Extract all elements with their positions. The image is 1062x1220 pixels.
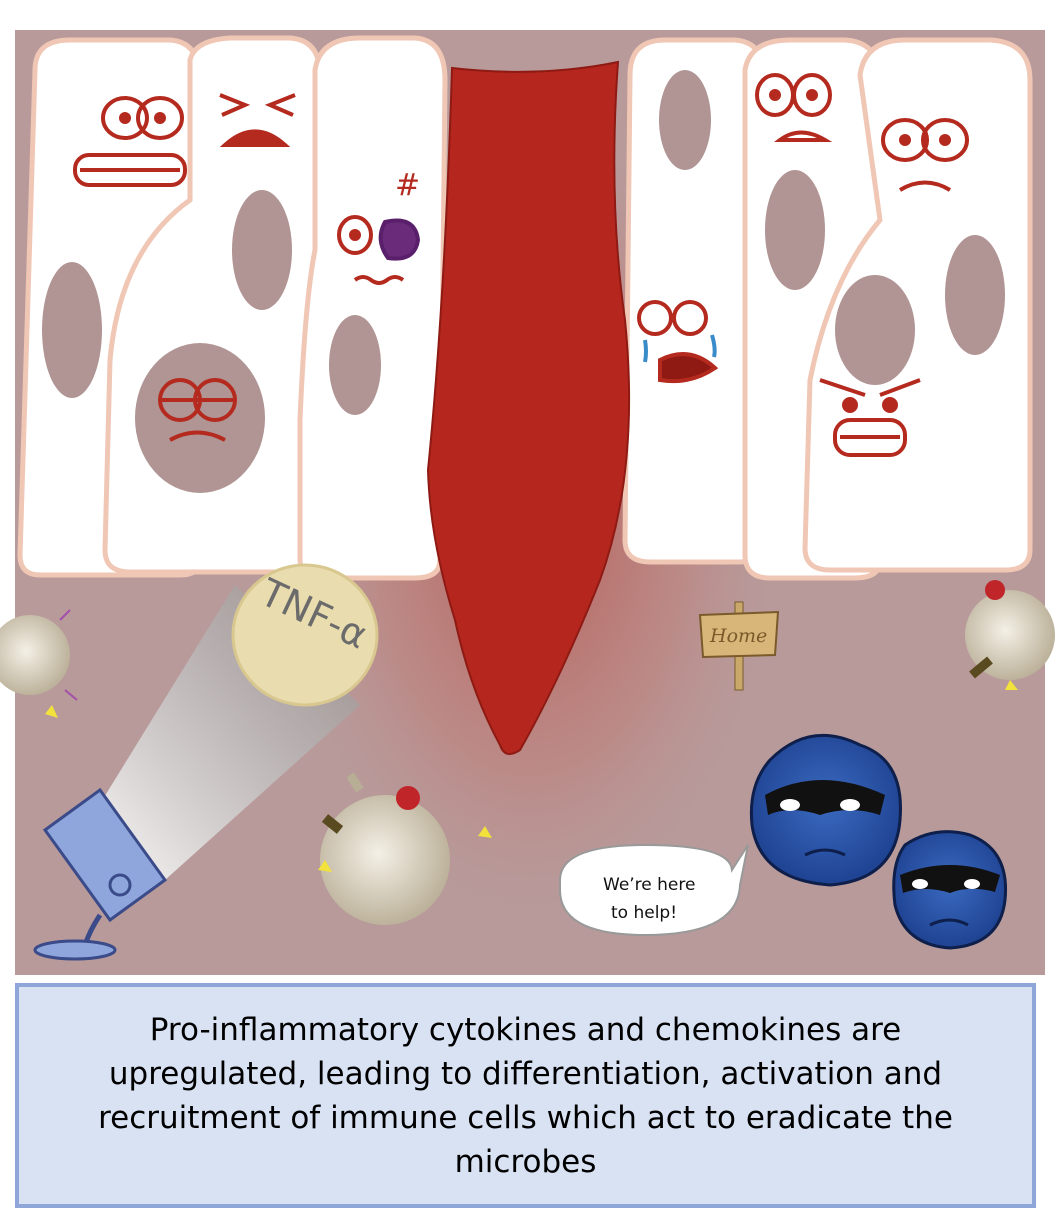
face-wincing <box>219 93 296 147</box>
tnf-alpha-disk <box>231 563 379 707</box>
nucleus <box>329 315 381 415</box>
spotlight-lamp-icon <box>33 787 168 961</box>
face-angry <box>819 378 921 457</box>
nucleus <box>135 343 265 493</box>
epithelial-cells-left <box>17 35 448 581</box>
nucleus <box>659 70 711 170</box>
scene-top-white <box>15 0 1045 30</box>
immune-cell-small <box>892 830 1008 950</box>
face-worried <box>755 73 833 142</box>
nucleus <box>765 170 825 290</box>
epithelial-cell <box>297 35 448 581</box>
speech-line-1: We’re here <box>603 875 695 895</box>
nucleus <box>232 190 292 310</box>
mark-label: # <box>395 168 420 203</box>
face-crying <box>637 300 719 384</box>
nucleus <box>835 275 915 385</box>
immune-cell-large <box>749 733 902 887</box>
face-dizzy <box>158 378 237 442</box>
speech-line-2: to help! <box>611 903 677 923</box>
face-bruised <box>337 215 421 285</box>
microbe-icon <box>318 772 492 925</box>
epithelial-cells-right <box>622 37 1033 581</box>
caption-line: recruitment of immune cells which act to… <box>98 1099 953 1136</box>
nucleus <box>42 262 102 398</box>
home-sign-label: Home <box>709 625 767 647</box>
caption-line: Pro-inflammatory cytokines and chemokine… <box>149 1011 902 1048</box>
caption-line: microbes <box>454 1143 597 1180</box>
caption-text: Pro-inflammatory cytokines and chemokine… <box>61 1008 991 1184</box>
illustration-scene: # TNF-α <box>0 0 1055 975</box>
microbe-icon <box>965 580 1055 690</box>
microbe-icon <box>0 609 78 718</box>
speech-bubble: We’re here to help! <box>559 843 749 937</box>
face-sad <box>881 118 969 192</box>
blood-wound <box>426 60 631 755</box>
face-scared <box>73 96 187 187</box>
caption-line: upregulated, leading to differentiation,… <box>108 1055 943 1092</box>
caption-box: Pro-inflammatory cytokines and chemokine… <box>15 983 1036 1208</box>
home-signpost: Home <box>698 601 780 691</box>
nucleus <box>945 235 1005 355</box>
